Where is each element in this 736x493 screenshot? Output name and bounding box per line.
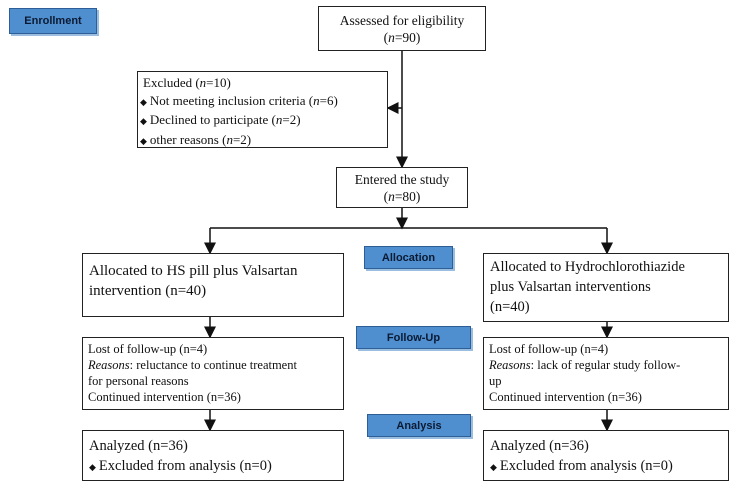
right-analysis-box: Analyzed (n=36) Excluded from analysis (… [483,430,729,481]
right-allocation-line: Allocated to Hydrochlorothiazide [490,259,685,275]
stage-analysis-label: Analysis [396,419,442,432]
left-excluded-analysis: Excluded from analysis (n=0) [89,456,337,477]
entered-count: (n=80) [383,189,421,204]
assessed-title: Assessed for eligibility [339,13,465,28]
left-allocation-line: Allocated to HS pill plus Valsartan [89,263,298,279]
left-reasons: Reasons: reluctance to continue treatmen… [88,358,297,372]
excluded-item: other reasons (n=2) [140,131,382,151]
excluded-item: Declined to participate (n=2) [140,111,382,131]
right-followup-box: Lost of follow-up (n=4) Reasons: lack of… [483,337,729,410]
stage-enrollment-label: Enrollment [24,15,82,27]
stage-allocation-label: Allocation [381,251,436,264]
right-excluded-analysis: Excluded from analysis (n=0) [490,456,722,477]
stage-allocation: Allocation [364,246,453,269]
excluded-title: Excluded (n=10) [143,75,231,90]
right-allocation-line: plus Valsartan interventions [490,279,651,295]
left-allocation-line: intervention (n=40) [89,283,207,299]
left-allocation-box: Allocated to HS pill plus Valsartan inte… [82,253,344,317]
stage-follow-up-label: Follow-Up [386,331,441,344]
left-followup-box: Lost of follow-up (n=4) Reasons: relucta… [82,337,344,410]
right-analyzed: Analyzed (n=36) [490,438,589,454]
right-allocation-box: Allocated to Hydrochlorothiazide plus Va… [483,253,729,322]
right-continued: Continued intervention (n=36) [489,390,642,404]
right-allocation-line: (n=40) [490,299,530,315]
excluded-item: Not meeting inclusion criteria (n=6) [140,92,382,112]
left-reasons-cont: for personal reasons [88,374,189,388]
stage-analysis: Analysis [367,414,471,437]
stage-enrollment: Enrollment [9,8,97,34]
excluded-box: Excluded (n=10) Not meeting inclusion cr… [137,71,388,148]
left-analysis-box: Analyzed (n=36) Excluded from analysis (… [82,430,344,481]
left-continued: Continued intervention (n=36) [88,390,241,404]
right-reasons: Reasons: lack of regular study follow- [489,358,681,372]
entered-title: Entered the study [354,172,450,187]
entered-box: Entered the study (n=80) [336,167,468,208]
assessed-box: Assessed for eligibility (n=90) [318,6,486,51]
assessed-count: (n=90) [383,30,421,45]
right-reasons-cont: up [489,374,502,388]
right-lost: Lost of follow-up (n=4) [489,342,609,356]
left-analyzed: Analyzed (n=36) [89,438,188,454]
left-lost: Lost of follow-up (n=4) [88,342,208,356]
stage-follow-up: Follow-Up [356,326,471,349]
